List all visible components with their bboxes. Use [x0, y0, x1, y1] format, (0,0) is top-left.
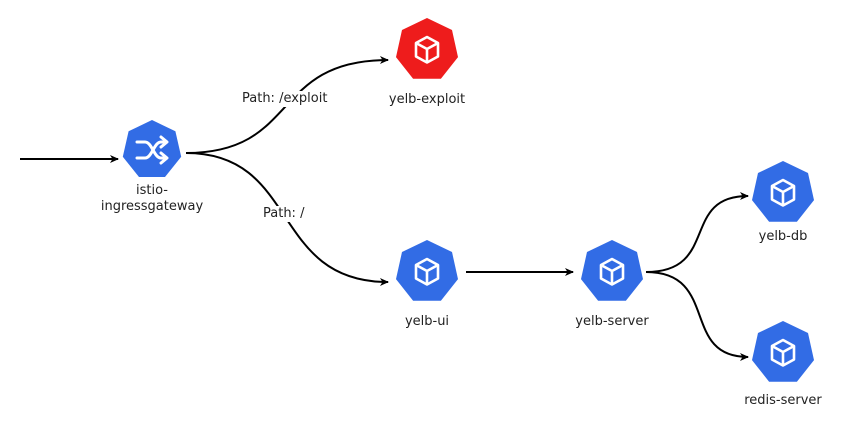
- db-label: yelb-db: [758, 229, 808, 244]
- gateway-label-line1: istio-: [136, 183, 168, 198]
- exploit-label: yelb-exploit: [388, 92, 466, 107]
- edge-server-to-db: [645, 192, 749, 273]
- redis-label: redis-server: [744, 393, 822, 408]
- node-yelb-server[interactable]: [581, 240, 643, 301]
- edge-label-root-path: Path: /: [261, 206, 307, 222]
- shuffle-icon: [135, 135, 169, 165]
- server-label: yelb-server: [575, 314, 649, 329]
- node-yelb-db[interactable]: [752, 161, 814, 222]
- ui-label: yelb-ui: [404, 314, 450, 329]
- node-redis-server[interactable]: [752, 321, 814, 382]
- node-istio-ingressgateway[interactable]: [122, 120, 182, 177]
- node-yelb-ui[interactable]: [396, 240, 458, 301]
- gateway-label-line2: ingressgateway: [100, 199, 204, 214]
- edge-label-exploit-path: Path: /exploit: [240, 91, 330, 107]
- edge-server-to-redis: [645, 271, 749, 361]
- gateway-label: istio- ingressgateway: [101, 183, 203, 215]
- node-yelb-exploit[interactable]: [396, 18, 458, 79]
